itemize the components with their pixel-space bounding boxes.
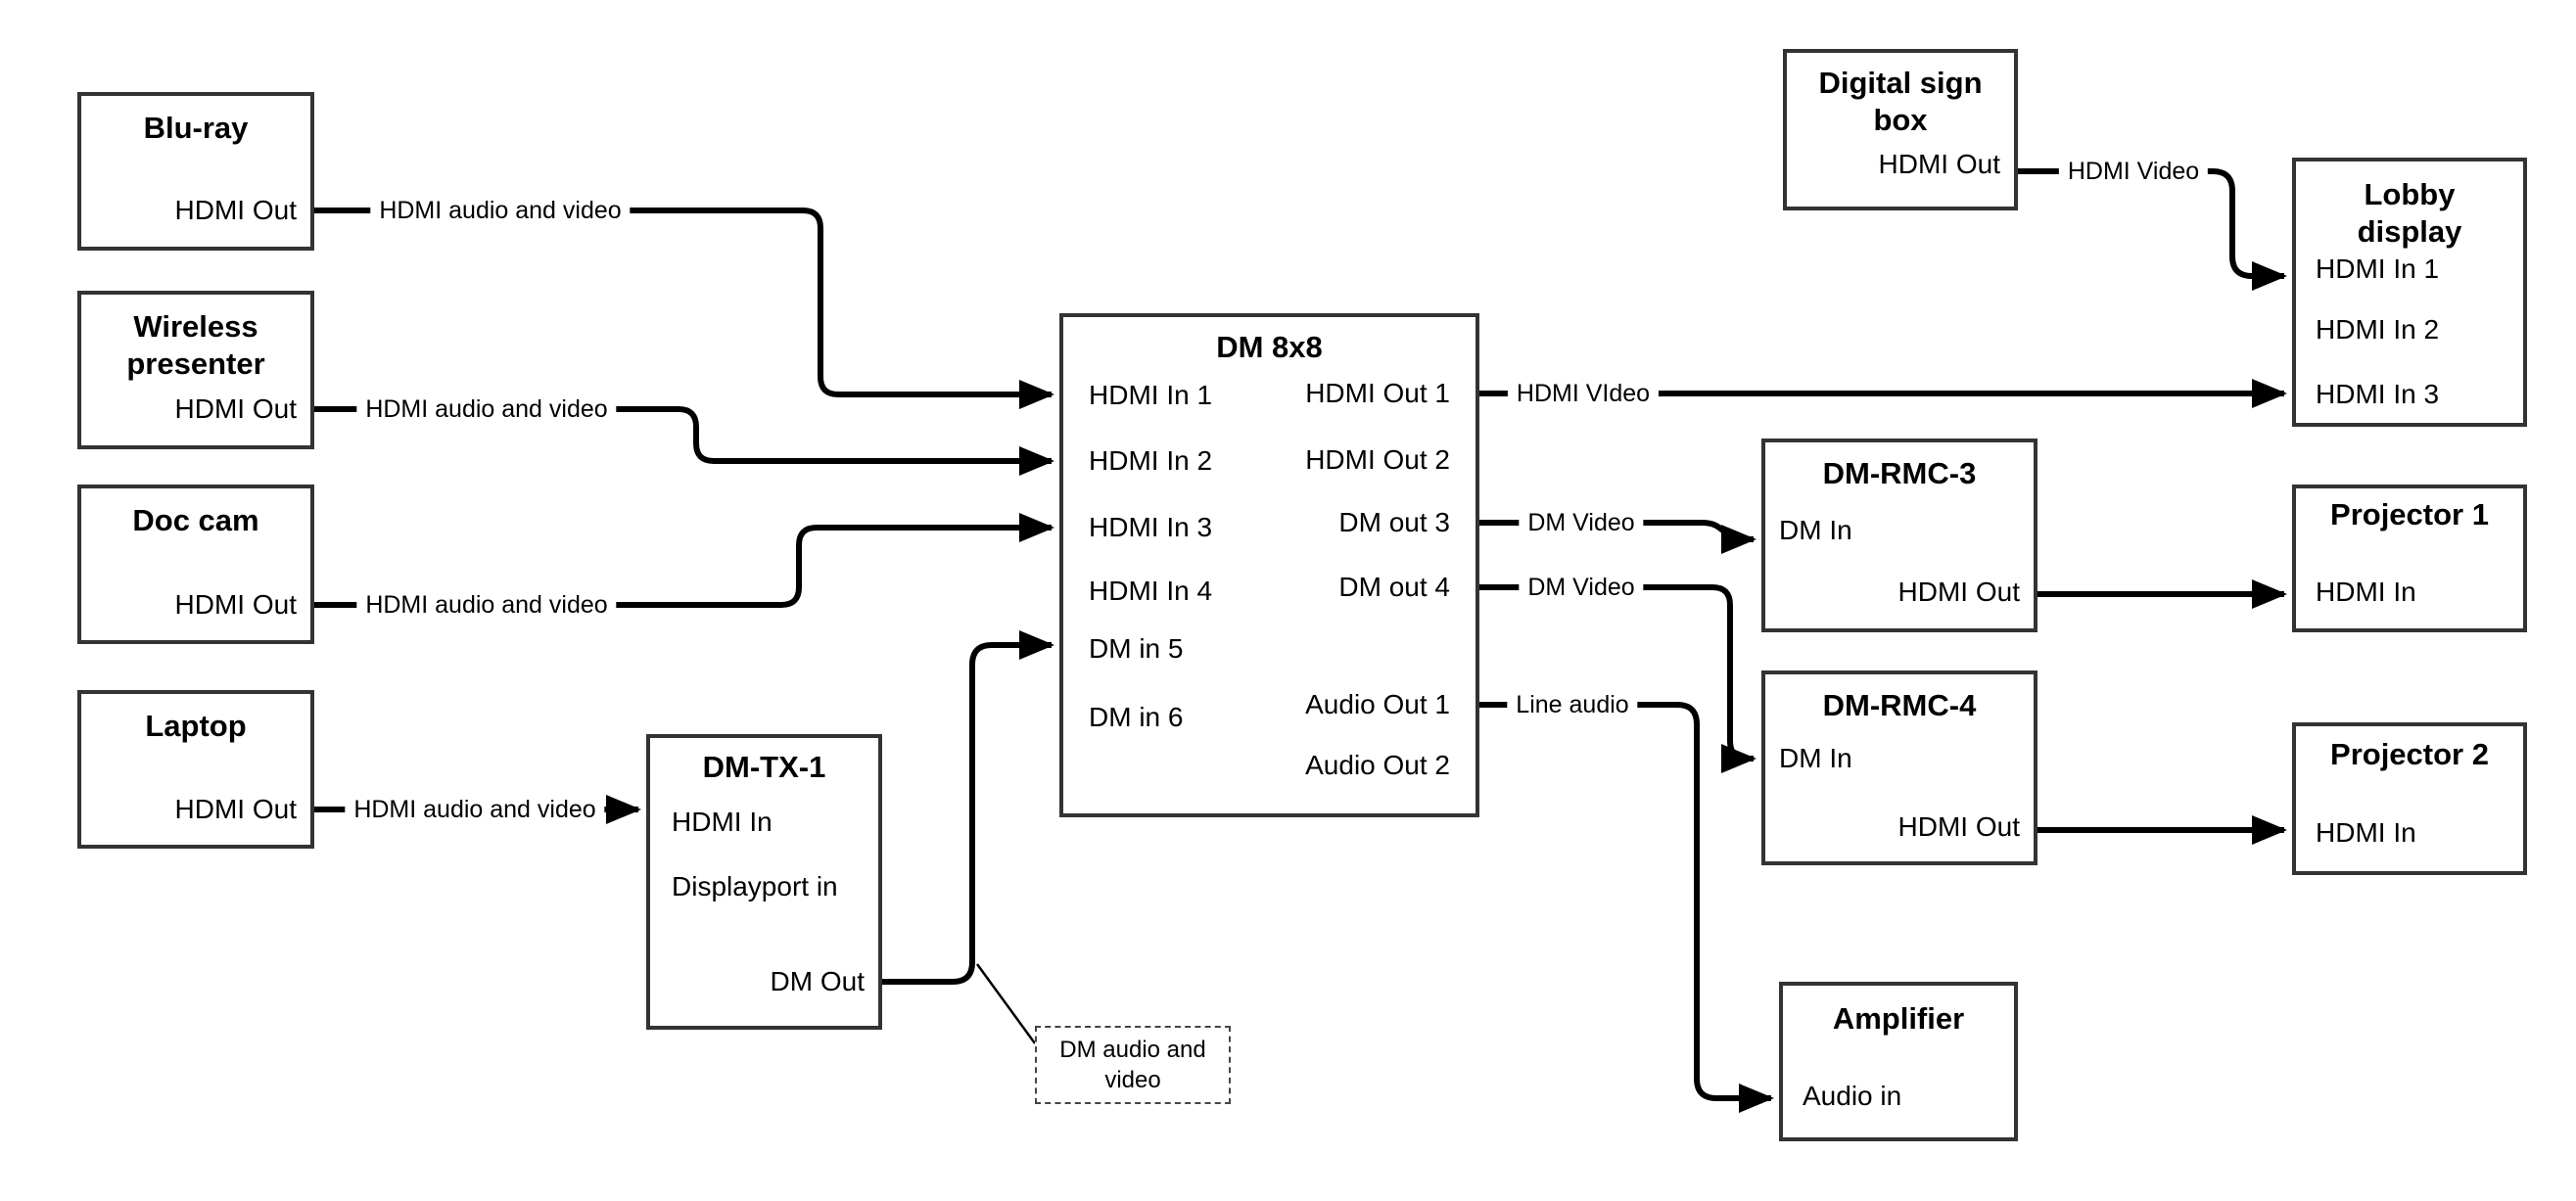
port-hdmi-in-3: HDMI In 3 xyxy=(2316,379,2440,409)
port-hdmi-in-2: HDMI In 2 xyxy=(2316,314,2440,345)
node-title: Digital sign box xyxy=(1787,65,2014,139)
port-hdmi-out: HDMI Out xyxy=(1897,811,2020,842)
wire-doccam-to-hdmi-in-3 xyxy=(314,513,1054,608)
node-title: DM 8x8 xyxy=(1216,330,1323,364)
node-digital-sign-box: Digital sign box HDMI Out xyxy=(1783,49,2018,210)
port-hdmi-in-4: HDMI In 4 xyxy=(1089,576,1213,606)
node-title: Projector 2 xyxy=(2330,737,2489,771)
node-title: Wireless presenter xyxy=(81,308,310,383)
port-hdmi-out-2: HDMI Out 2 xyxy=(1305,444,1450,475)
wire-dm-out-4-to-dmrmc4 xyxy=(1479,584,1756,773)
node-dm-8x8-switcher: DM 8x8 HDMI In 1 HDMI In 2 HDMI In 3 HDM… xyxy=(1059,313,1479,817)
port-dm-in-5: DM in 5 xyxy=(1089,633,1184,664)
port-hdmi-out: HDMI Out xyxy=(174,794,297,824)
port-dm-out-4: DM out 4 xyxy=(1338,572,1450,602)
port-dm-out-3: DM out 3 xyxy=(1338,507,1450,537)
node-projector-2: Projector 2 HDMI In xyxy=(2292,722,2527,875)
callout-text-line2: video xyxy=(1104,1067,1161,1093)
callout-leader-line xyxy=(975,963,1037,1044)
port-hdmi-out: HDMI Out xyxy=(174,195,297,225)
node-wireless-presenter: Wireless presenter HDMI Out xyxy=(77,291,314,449)
port-hdmi-in-1: HDMI In 1 xyxy=(1089,380,1213,410)
node-title-line1: Digital sign xyxy=(1818,66,1983,100)
wire-bluray-to-hdmi-in-1 xyxy=(314,208,1054,409)
port-dm-in-6: DM in 6 xyxy=(1089,702,1184,732)
node-dm-rmc-4: DM-RMC-4 DM In HDMI Out xyxy=(1761,670,2037,865)
port-hdmi-in: HDMI In xyxy=(2316,577,2416,607)
port-displayport-in: Displayport in xyxy=(672,871,838,901)
wire-dm-out-3-to-dmrmc3 xyxy=(1479,520,1756,554)
node-title: Projector 1 xyxy=(2330,497,2489,531)
node-title-line2: display xyxy=(2357,214,2462,249)
node-title: Laptop xyxy=(145,709,247,743)
node-title-line2: presenter xyxy=(126,346,265,381)
node-title-line1: Wireless xyxy=(133,309,258,344)
node-lobby-display: Lobby display HDMI In 1 HDMI In 2 HDMI I… xyxy=(2292,158,2527,427)
port-hdmi-in-2: HDMI In 2 xyxy=(1089,445,1213,476)
port-hdmi-out: HDMI Out xyxy=(1897,577,2020,607)
wire-label-audio-out-1: Line audio xyxy=(1507,690,1638,719)
wire-audio-out-1-to-amp xyxy=(1479,702,1774,1113)
node-title-line1: Lobby xyxy=(2364,177,2456,211)
callout-text-line1: DM audio and xyxy=(1059,1037,1206,1063)
port-dm-in: DM In xyxy=(1779,743,1852,773)
port-hdmi-in: HDMI In xyxy=(2316,817,2416,848)
port-hdmi-out: HDMI Out xyxy=(174,393,297,424)
wire-label-hdmi-out-1: HDMI VIdeo xyxy=(1507,379,1660,408)
port-hdmi-out-1: HDMI Out 1 xyxy=(1305,378,1450,408)
port-audio-in: Audio in xyxy=(1803,1081,1902,1111)
node-title: DM-TX-1 xyxy=(702,750,826,784)
wire-label-bluray: HDMI audio and video xyxy=(370,196,631,225)
node-dm-rmc-3: DM-RMC-3 DM In HDMI Out xyxy=(1761,439,2037,632)
node-title: DM-RMC-4 xyxy=(1822,688,1977,722)
node-title: DM-RMC-3 xyxy=(1822,456,1977,490)
node-title: Blu-ray xyxy=(143,111,249,145)
node-projector-1: Projector 1 HDMI In xyxy=(2292,485,2527,632)
wire-wireless-to-hdmi-in-2 xyxy=(314,406,1054,476)
wire-dmtx1-to-dm-in-5 xyxy=(882,630,1054,985)
wire-label-digitalsign: HDMI Video xyxy=(2058,157,2209,186)
wire-label-dm-out-4: DM Video xyxy=(1519,573,1644,602)
node-doc-cam: Doc cam HDMI Out xyxy=(77,485,314,644)
node-title: Lobby display xyxy=(2296,176,2523,251)
port-hdmi-out: HDMI Out xyxy=(1878,149,2000,179)
node-bluray: Blu-ray HDMI Out xyxy=(77,92,314,251)
port-audio-out-2: Audio Out 2 xyxy=(1305,750,1450,780)
node-title-line2: box xyxy=(1873,103,1928,137)
node-dm-tx-1: DM-TX-1 HDMI In Displayport in DM Out xyxy=(646,734,882,1030)
port-hdmi-out: HDMI Out xyxy=(174,589,297,620)
wire-label-wireless: HDMI audio and video xyxy=(356,394,617,424)
port-dm-in: DM In xyxy=(1779,515,1852,545)
wire-label-doccam: HDMI audio and video xyxy=(356,590,617,620)
port-audio-out-1: Audio Out 1 xyxy=(1305,689,1450,719)
node-title: Amplifier xyxy=(1832,1001,1965,1036)
node-laptop: Laptop HDMI Out xyxy=(77,690,314,849)
wire-label-laptop: HDMI audio and video xyxy=(345,795,605,824)
wire-label-dm-out-3: DM Video xyxy=(1519,508,1644,537)
node-amplifier: Amplifier Audio in xyxy=(1779,982,2018,1141)
port-dm-out: DM Out xyxy=(770,966,865,996)
node-title: Doc cam xyxy=(132,503,259,537)
callout-dm-audio-video: DM audio and video xyxy=(1035,1026,1231,1104)
port-hdmi-in-3: HDMI In 3 xyxy=(1089,512,1213,542)
wire-digitalsign-to-lobby-in-1 xyxy=(2018,168,2287,291)
port-hdmi-in-1: HDMI In 1 xyxy=(2316,254,2440,284)
port-hdmi-in: HDMI In xyxy=(672,807,773,837)
callout-text: DM audio and video xyxy=(1037,1035,1229,1095)
